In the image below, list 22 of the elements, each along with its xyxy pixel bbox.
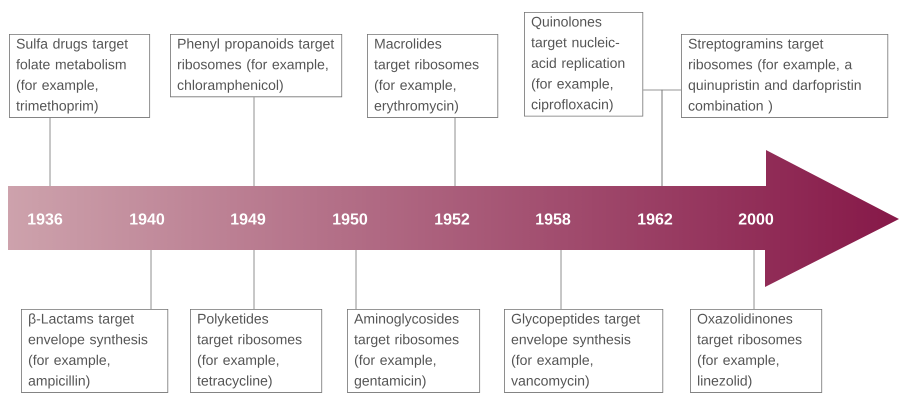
year-label: 1949 [231,213,266,225]
text-box: Streptogramins target ribosomes (for example, a quinupristin and darfopristin combination ) [681,34,888,118]
text-box: Glycopeptides target envelope synthesis (for example, vancomycin) [504,309,664,393]
text-box: Quinolones target nucleic-acid replication (for example, ciprofloxacin) [524,12,644,117]
year-label: 2000 [738,213,774,225]
year-label: 1940 [130,213,164,225]
year-label: 1962 [638,213,672,225]
text-box: Oxazolidinones target ribosomes (for example, linezolid) [690,309,822,393]
text-box: Polyketides target ribosomes (for example, tetracycline) [190,309,322,393]
text-box: β-Lactams target envelope synthesis (for example, ampicillin) [21,309,168,393]
leader-line [454,117,456,186]
text-box: Macrolides target ribosomes (for example, erythromycin) [367,34,498,118]
year-label: 1936 [28,213,62,225]
text-box: Phenyl propanoids target ribosomes (for example, chloramphenicol) [170,34,342,98]
year-label: 1950 [333,213,368,225]
year-label: 1958 [536,213,570,225]
text-box: Aminoglycosides target ribosomes (for example, gentamicin) [347,309,480,393]
text-box: Sulfa drugs target folate metabolism (for example, trimethoprim) [9,34,150,118]
year-label: 1952 [435,213,470,225]
leader-line [150,250,152,310]
leader-line [560,250,562,310]
leader-line [662,90,682,186]
